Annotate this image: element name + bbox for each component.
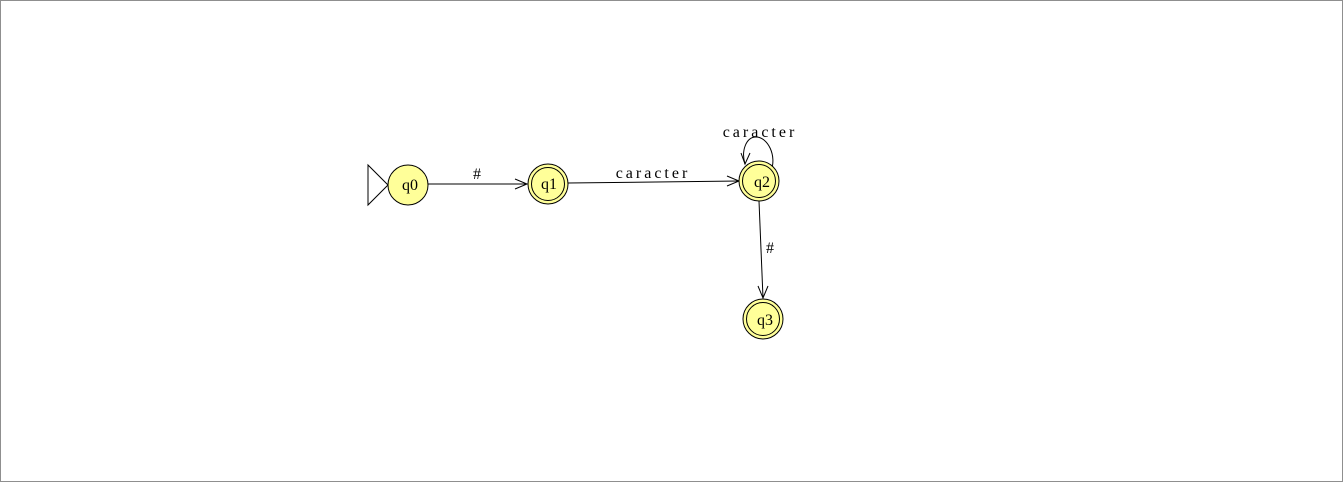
transition-q0-q1: # bbox=[428, 166, 529, 190]
transition-q2-q3: # bbox=[757, 200, 774, 300]
state-q3[interactable]: q3 bbox=[742, 298, 784, 340]
transition-q1-q2-label: caracter bbox=[616, 165, 691, 182]
transition-q2-q2: caracter bbox=[723, 124, 798, 172]
transition-q0-q1-label: # bbox=[473, 166, 481, 183]
state-q3-label: q3 bbox=[757, 312, 773, 329]
transition-q2-q2-label: caracter bbox=[723, 124, 798, 141]
transition-q2-q3-label: # bbox=[766, 240, 774, 257]
state-q2-label: q2 bbox=[754, 174, 770, 191]
state-q2[interactable]: q2 bbox=[738, 160, 780, 202]
initial-state-marker bbox=[367, 163, 389, 207]
state-q0[interactable]: q0 bbox=[387, 164, 429, 206]
transition-q1-q2: caracter bbox=[567, 165, 741, 187]
state-q1[interactable]: q1 bbox=[527, 163, 569, 205]
state-q1-label: q1 bbox=[541, 176, 557, 193]
state-q0-label: q0 bbox=[402, 177, 418, 194]
